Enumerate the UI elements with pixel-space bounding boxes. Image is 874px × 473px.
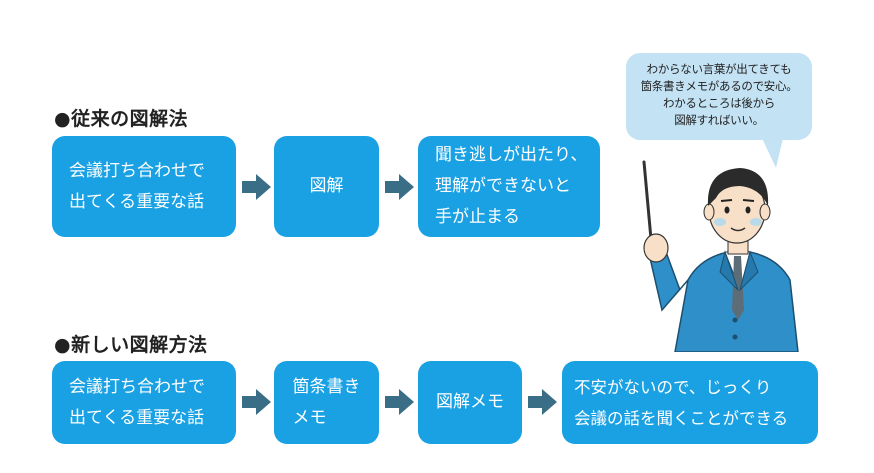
new-step-bullet-memo-box: 箇条書き メモ — [274, 361, 379, 444]
flow-arrow-icon — [242, 389, 271, 415]
speech-bubble — [626, 53, 812, 140]
new-step-result-box: 不安がないので、じっくり 会議の話を聞くことができる — [562, 361, 818, 444]
new-step-meeting-box: 会議打ち合わせで 出てくる重要な話 — [52, 361, 236, 444]
new-method-heading: ●新しい図解方法 — [54, 334, 208, 356]
old-method-heading: ●従来の図解法 — [54, 108, 189, 130]
flow-arrow-icon — [385, 389, 414, 415]
flow-arrow-icon — [385, 174, 414, 200]
speech-bubble-text: わからない言葉が出てきても 箇条書きメモがあるので安心。 わかるところは後から … — [640, 62, 798, 127]
new-step-diagram-memo-box: 図解メモ — [418, 361, 522, 444]
flow-arrow-icon — [242, 174, 271, 200]
old-step-result-box: 聞き逃しが出たり、 理解ができないと 手が止まる — [418, 136, 600, 237]
old-step-meeting-box: 会議打ち合わせで 出てくる重要な話 — [52, 136, 236, 237]
presenter-illustration — [642, 160, 799, 352]
speech-bubble-tail — [760, 134, 784, 168]
flow-arrow-icon — [528, 389, 557, 415]
old-step-diagram-box: 図解 — [274, 136, 379, 237]
